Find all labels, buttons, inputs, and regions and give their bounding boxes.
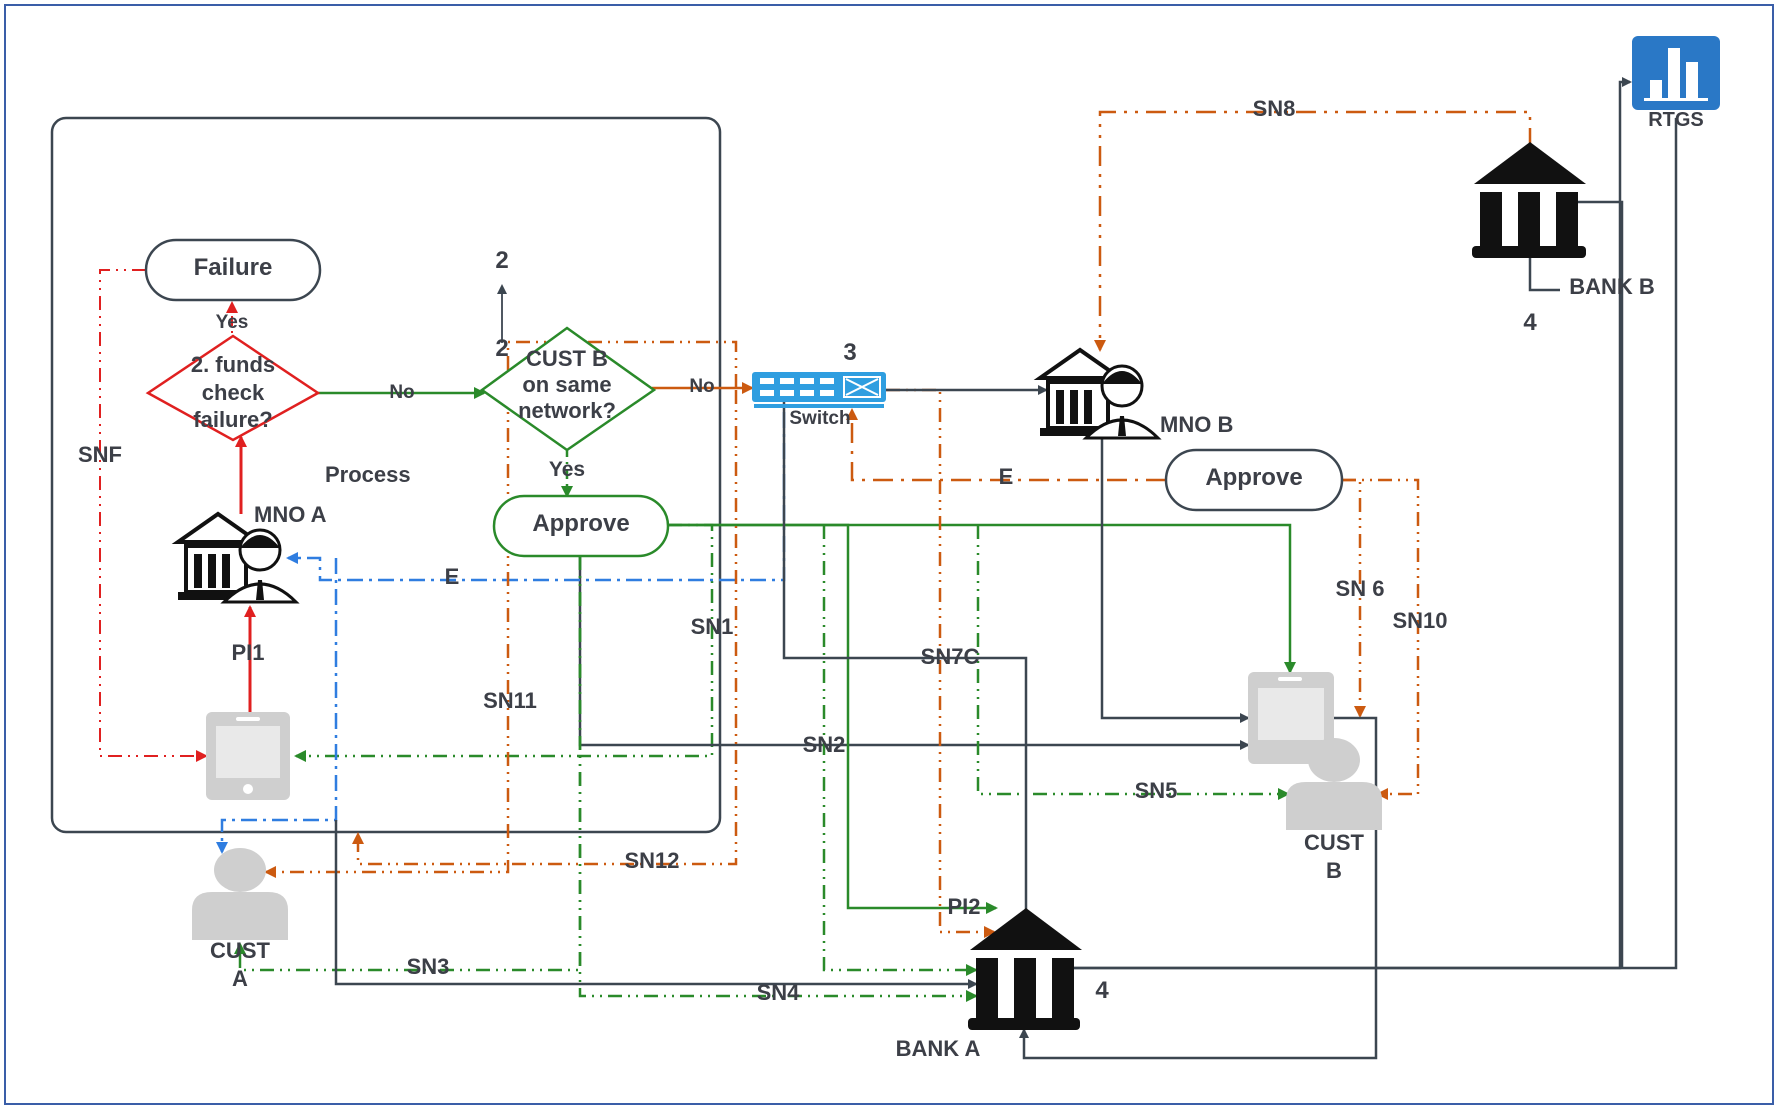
process-label: Process (325, 462, 411, 487)
switch-label: Switch (789, 408, 850, 429)
bank-a-label: BANK A (896, 1036, 981, 1061)
step-3: 3 (843, 339, 856, 366)
label-pi2: PI2 (947, 894, 980, 919)
label-sn7c: SN7C (921, 644, 980, 669)
approve-left-node: Approve (494, 496, 668, 556)
edge-snf (100, 270, 206, 756)
network-line-1: CUST B (526, 346, 608, 371)
edge-sn3 (240, 556, 580, 970)
label-sn10: SN10 (1392, 608, 1447, 633)
edge-labels: Yes No No Yes SNF PI1 PI2 E E SN1 SN2 SN… (78, 96, 1448, 1005)
label-sn11: SN11 (483, 688, 537, 713)
switch-icon (752, 372, 886, 408)
edge-rtgs-to-bank-a (1070, 118, 1676, 968)
edge-bank-b-stub (1530, 258, 1560, 290)
bank-a-icon (968, 908, 1082, 1030)
rtgs-label: RTGS (1648, 109, 1704, 131)
edge-sn12 (358, 390, 736, 864)
edge-bank-b-line (1578, 202, 1622, 968)
label-yes-failure: Yes (216, 312, 249, 333)
label-sn6: SN 6 (1336, 576, 1385, 601)
label-e-right: E (999, 464, 1014, 489)
cust-a-person-icon (192, 848, 288, 940)
mno-b-label: MNO B (1160, 412, 1233, 437)
network-line-3: network? (518, 398, 616, 423)
funds-line-2: check (202, 380, 265, 405)
label-sn1: SN1 (691, 614, 734, 639)
edge-sn2 (580, 556, 1248, 745)
label-sn5: SN5 (1135, 778, 1178, 803)
label-e-left: E (445, 564, 460, 589)
approve-left-label: Approve (532, 510, 629, 537)
label-pi1: PI1 (231, 640, 264, 665)
step-4-bank-b: 4 (1523, 309, 1537, 336)
rtgs-icon (1632, 36, 1720, 110)
cust-a-label-2: A (232, 966, 248, 991)
cust-b-label-2: B (1326, 858, 1342, 883)
approve-right-node: Approve (1166, 450, 1342, 510)
mno-b-icon (1040, 350, 1158, 438)
step-2-top: 2 (495, 247, 508, 274)
approve-right-label: Approve (1205, 464, 1302, 491)
label-snf: SNF (78, 442, 122, 467)
network-line-2: on same (522, 372, 611, 397)
edge-sn5 (978, 525, 1288, 794)
funds-line-1: 2. funds (191, 352, 275, 377)
failure-label: Failure (194, 254, 273, 281)
label-yes-network: Yes (549, 458, 585, 481)
label-sn8: SN8 (1253, 96, 1296, 121)
failure-node: Failure (146, 240, 320, 300)
cust-a-label-1: CUST (210, 938, 270, 963)
funds-line-3: failure? (193, 407, 272, 432)
step-2-inner: 2 (495, 335, 508, 362)
edge-sn4 (580, 556, 976, 996)
label-no-funds: No (389, 382, 414, 403)
edge-sn11 (266, 342, 736, 872)
label-sn4: SN4 (757, 980, 801, 1005)
edge-sn8 (1100, 112, 1530, 350)
edge-sn1 (296, 525, 712, 756)
cust-b-label-1: CUST (1304, 830, 1364, 855)
edge-pi2 (668, 525, 996, 908)
label-sn12: SN12 (624, 848, 679, 873)
bank-b-icon (1472, 142, 1586, 258)
label-sn2: SN2 (803, 732, 846, 757)
label-no-network: No (689, 376, 714, 397)
step-4-bank-a: 4 (1095, 977, 1109, 1004)
mno-a-label: MNO A (254, 502, 327, 527)
cust-a-phone-icon (206, 712, 290, 800)
label-sn3: SN3 (407, 954, 450, 979)
funds-check-decision: 2. funds check failure? (148, 336, 318, 440)
mno-a-icon (178, 514, 296, 602)
edge-sn7c (784, 400, 1026, 910)
connectors (100, 82, 1676, 1058)
bank-b-label: BANK B (1569, 274, 1655, 299)
